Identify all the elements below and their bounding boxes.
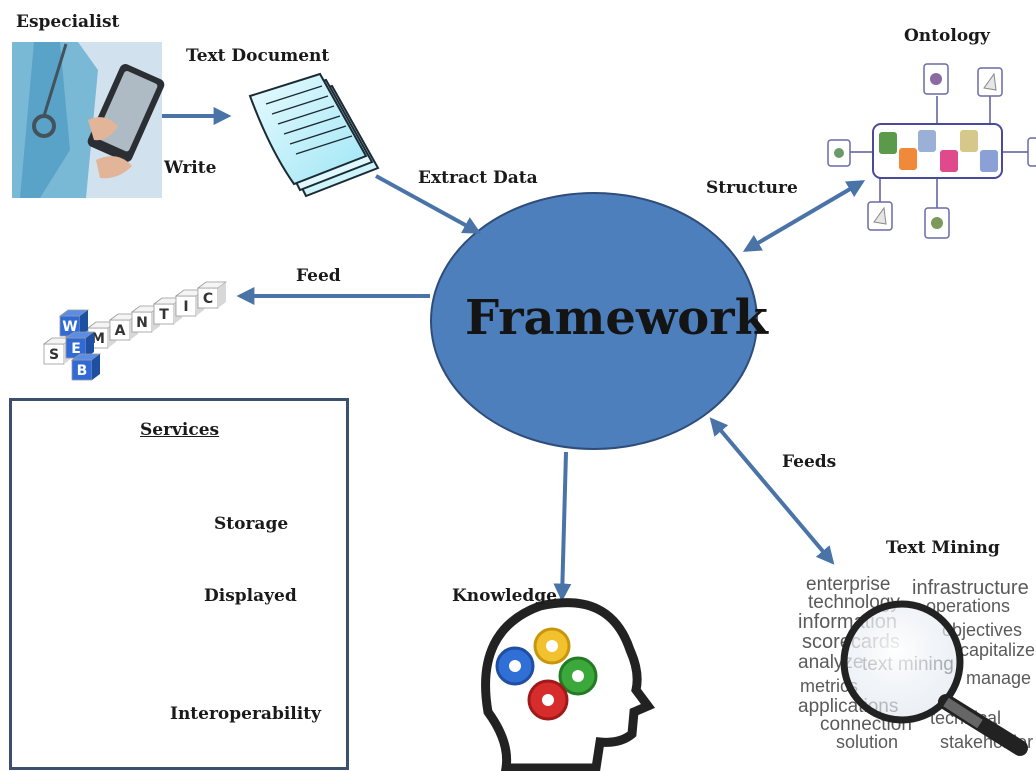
svg-text:I: I [183,299,188,315]
framework-label: Framework [465,290,768,346]
svg-text:S: S [49,347,59,363]
services-box [9,398,349,770]
wordcloud-word: objectives [942,620,1022,640]
semantic-web-cubes: SEMANTIC WEB [42,281,228,381]
framework-ellipse [430,192,758,450]
wordcloud-word: capitalize [960,640,1035,660]
interoperability-label: Interoperability [170,704,321,724]
svg-text:E: E [71,341,81,357]
svg-text:N: N [136,315,148,331]
magnifier-icon [840,600,964,724]
ontology-node-icon [1027,137,1036,167]
svg-text:C: C [203,291,213,307]
structure-label: Structure [706,178,798,198]
knowledge-head-icon [481,598,656,771]
text-mining-wordcloud: enterprise infrastructure technology ope… [798,574,1035,756]
letter-cube: W [58,309,90,337]
extract-data-label: Extract Data [418,168,538,188]
wordcloud-word: metrics [800,676,858,696]
write-label: Write [164,158,217,178]
especialist-label: Especialist [16,12,120,32]
services-title: Services [140,420,220,440]
knowledge-arrow [553,451,572,602]
svg-text:W: W [62,319,77,335]
wordcloud-word: operations [926,596,1010,616]
knowledge-label: Knowledge [452,586,557,606]
storage-label: Storage [214,514,289,534]
text-document-icon [248,72,380,198]
svg-text:A: A [115,323,126,339]
text-mining-label: Text Mining [886,538,1000,558]
ontology-graph [827,63,1036,239]
arrows [152,107,866,602]
feeds-label: Feeds [782,452,837,472]
wordcloud-word: manage [966,668,1031,688]
letter-cube: B [70,353,102,381]
svg-text:B: B [77,363,88,379]
wordcloud-word: solution [836,732,898,752]
especialist-image [12,42,165,198]
wordcloud-word: infrastructure [912,577,1029,599]
ontology-label: Ontology [904,26,990,46]
feed-label: Feed [296,266,341,286]
extract-data-arrow [375,174,482,234]
svg-text:T: T [159,307,169,323]
letter-cube: E [64,331,96,359]
wordcloud-word: enterprise [806,574,891,595]
svg-text:M: M [91,331,105,347]
text-document-label: Text Document [186,46,330,66]
letter-cube: C [196,281,228,309]
structure-arrow [742,180,866,252]
feeds-arrow [709,417,835,565]
displayed-label: Displayed [204,586,297,606]
